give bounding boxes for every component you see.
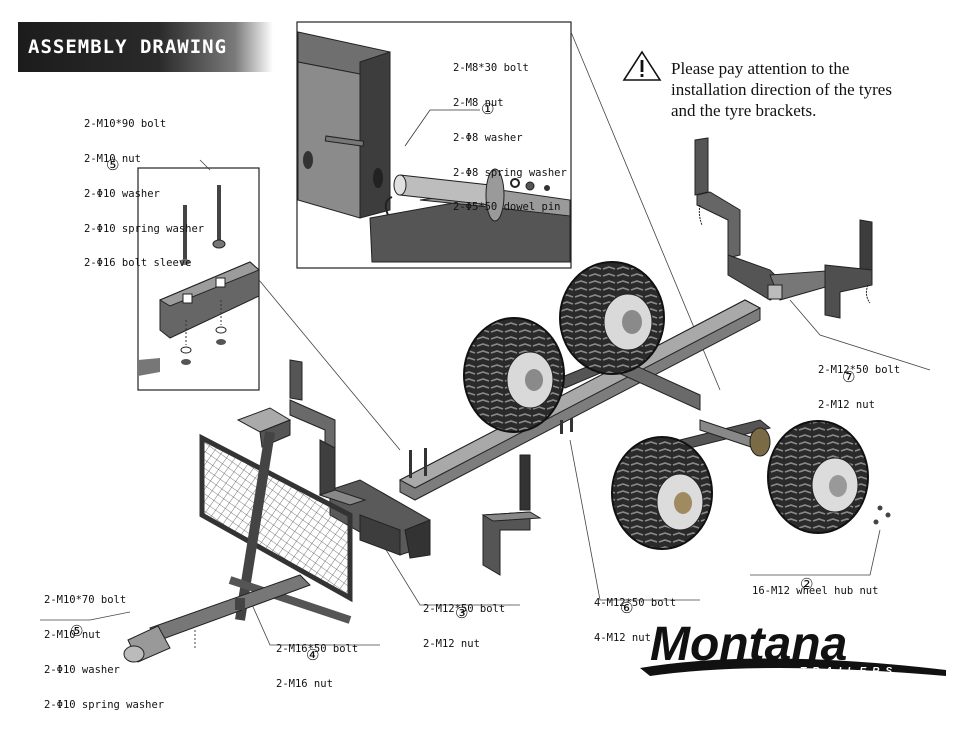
detail-box-1 bbox=[296, 21, 572, 269]
callout-line: 2-Φ16 bolt sleeve bbox=[84, 257, 192, 270]
callout-number-7: ⑦ bbox=[842, 368, 856, 386]
callout-number-2: ② bbox=[800, 575, 814, 593]
callout-line: 16-M12 wheel hub nut bbox=[752, 585, 879, 598]
callout-7: 2-M12*50 bolt 2-M12 nut bbox=[818, 342, 900, 435]
callout-line: 4-M12 nut bbox=[594, 631, 651, 644]
callout-number-6: ⑥ bbox=[620, 599, 634, 617]
callout-number-5-top: ⑤ bbox=[106, 156, 120, 174]
logo-wordmark: Montana bbox=[650, 618, 847, 671]
logo-subtitle: TRAILERS bbox=[800, 666, 898, 677]
tyre-rear-left-inner bbox=[463, 317, 565, 433]
callout-line: 2-M10 nut bbox=[44, 628, 101, 641]
wheel-hub bbox=[749, 427, 891, 525]
notice-line: installation direction of the tyres bbox=[671, 80, 892, 99]
callout-1: 2-M8*30 bolt 2-M8 nut 2-Φ8 washer 2-Φ8 s… bbox=[453, 40, 567, 237]
notice-line: and the tyre brackets. bbox=[671, 101, 817, 120]
callout-6: 4-M12*50 bolt 4-M12 nut bbox=[594, 575, 676, 668]
callout-line: 2-M10*90 bolt bbox=[84, 118, 167, 131]
callout-line: 2-M12 nut bbox=[818, 398, 875, 411]
callout-line: 2-Φ8 spring washer bbox=[453, 166, 567, 179]
front-stake bbox=[289, 359, 431, 559]
callout-line: 2-M8*30 bolt bbox=[453, 62, 529, 75]
assembly-drawing: ASSEMBLY DRAWING bbox=[18, 21, 946, 710]
callout-line: 2-Φ10 washer bbox=[44, 663, 120, 676]
installation-notice: Please pay attention to the installation… bbox=[671, 58, 892, 121]
callout-line: 2-Φ10 washer bbox=[84, 187, 160, 200]
callout-5-bottom: 2-M10*70 bolt 2-M10 nut 2-Φ10 washer 2-Φ… bbox=[44, 572, 164, 734]
callout-line: 2-M12*50 bolt bbox=[818, 364, 901, 377]
title-banner: ASSEMBLY DRAWING bbox=[18, 22, 273, 72]
tyre-right-front bbox=[611, 436, 713, 550]
callout-number-1: ① bbox=[481, 100, 495, 118]
rear-stake bbox=[694, 137, 873, 319]
loose-stake bbox=[481, 454, 542, 576]
drawing-canvas: Montana TRAILERS bbox=[40, 21, 946, 677]
drawbar bbox=[123, 574, 311, 663]
tyre-right-rear bbox=[767, 420, 869, 534]
callout-3: 2-M12*50 bolt 2-M12 nut bbox=[423, 581, 505, 674]
joint-bolts bbox=[409, 418, 573, 478]
trailer-frame bbox=[329, 299, 772, 556]
brand-logo: Montana TRAILERS bbox=[640, 618, 946, 677]
callout-line: 2-Φ5*50 dowel pin bbox=[453, 201, 561, 214]
callout-line: 2-M12*50 bolt bbox=[423, 603, 506, 616]
front-guard bbox=[199, 407, 353, 624]
callout-4: 2-M16*50 bolt 2-M16 nut bbox=[276, 621, 358, 714]
warning-triangle-icon bbox=[622, 50, 662, 81]
detail-box-5 bbox=[137, 167, 260, 391]
callout-number-5-bottom: ⑤ bbox=[70, 622, 84, 640]
callout-line: 2-M12 nut bbox=[423, 637, 480, 650]
callout-number-3: ③ bbox=[455, 604, 469, 622]
callout-line: 4-M12*50 bolt bbox=[594, 597, 677, 610]
page-title: ASSEMBLY DRAWING bbox=[28, 36, 228, 58]
callout-line: 2-M10 nut bbox=[84, 152, 141, 165]
tyre-rear-left-outer bbox=[559, 261, 665, 375]
callout-line: 2-Φ8 washer bbox=[453, 131, 523, 144]
callout-line: 2-M16*50 bolt bbox=[276, 643, 359, 656]
callout-2: 16-M12 wheel hub nut bbox=[752, 563, 878, 621]
callout-line: 2-Φ10 spring washer bbox=[44, 698, 165, 711]
callout-line: 2-M16 nut bbox=[276, 677, 333, 690]
callout-line: 2-M8 nut bbox=[453, 96, 504, 109]
callout-line: 2-Φ10 spring washer bbox=[84, 222, 205, 235]
callout-number-4: ④ bbox=[306, 646, 320, 664]
notice-line: Please pay attention to the bbox=[671, 59, 850, 78]
callout-5-top: 2-M10*90 bolt 2-M10 nut 2-Φ10 washer 2-Φ… bbox=[84, 96, 204, 293]
callout-line: 2-M10*70 bolt bbox=[44, 594, 127, 607]
